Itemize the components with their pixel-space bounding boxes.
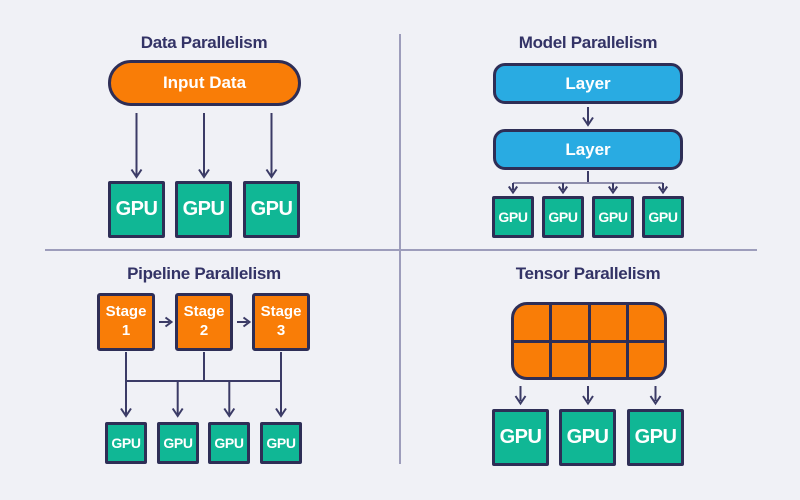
tensor-cell (514, 305, 550, 340)
bus-connector (120, 352, 287, 418)
tensor-cell (628, 342, 664, 377)
fanout-connector (507, 171, 669, 195)
tensor-cell (590, 342, 626, 377)
tensor-grid (511, 302, 667, 380)
stage-box: Stage 1 (97, 293, 155, 351)
stage-number: 1 (121, 322, 131, 339)
tensor-cell (514, 342, 550, 377)
model-parallelism-title: Model Parallelism (518, 33, 658, 52)
stage-number: 3 (276, 322, 286, 339)
stage-label: Stage (105, 303, 147, 321)
arrow-down-icon (514, 386, 662, 406)
gpu-box: GPU (492, 196, 534, 238)
gpu-box: GPU (492, 409, 549, 466)
gpu-box: GPU (105, 422, 147, 464)
gpu-box: GPU (260, 422, 302, 464)
gpu-box: GPU (592, 196, 634, 238)
gpu-box: GPU (175, 181, 232, 238)
stage-box: Stage 2 (175, 293, 233, 351)
stage-number: 2 (199, 322, 209, 339)
tensor-cell (590, 305, 626, 340)
gpu-box: GPU (627, 409, 684, 466)
gpu-box: GPU (542, 196, 584, 238)
gpu-box: GPU (157, 422, 199, 464)
data-parallelism-title: Data Parallelism (140, 33, 268, 52)
tensor-cell (552, 305, 588, 340)
gpu-box: GPU (208, 422, 250, 464)
stage-label: Stage (260, 303, 302, 321)
layer-box: Layer (493, 63, 683, 104)
layer-box: Layer (493, 129, 683, 170)
gpu-box: GPU (243, 181, 300, 238)
stage-label: Stage (183, 303, 225, 321)
tensor-parallelism-title: Tensor Parallelism (515, 264, 661, 283)
arrow-down-icon (582, 107, 594, 127)
input-data-box: Input Data (108, 60, 301, 106)
gpu-box: GPU (108, 181, 165, 238)
tensor-cell (552, 342, 588, 377)
pipeline-parallelism-title: Pipeline Parallelism (127, 264, 281, 283)
tensor-cell (628, 305, 664, 340)
stage-box: Stage 3 (252, 293, 310, 351)
quadrant-divider-horizontal (45, 249, 757, 251)
gpu-box: GPU (559, 409, 616, 466)
gpu-box: GPU (642, 196, 684, 238)
arrow-down-icon (130, 113, 278, 179)
